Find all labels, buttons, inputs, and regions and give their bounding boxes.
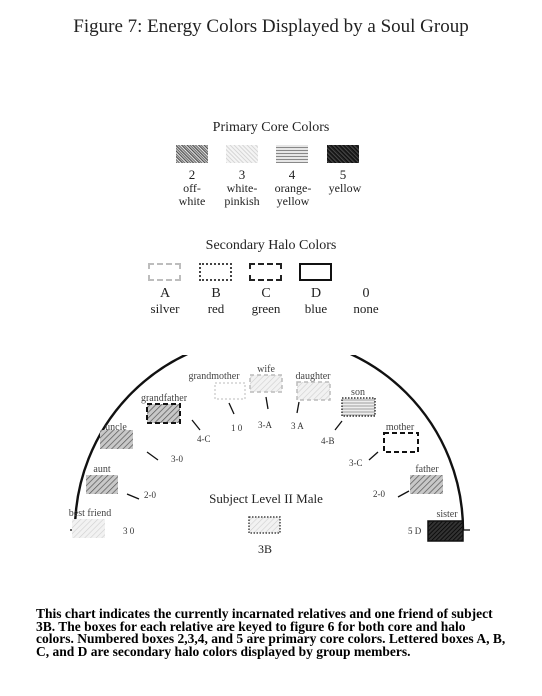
halo-code-c: C [261,286,271,301]
core-code-5: 5 [339,167,347,182]
member-code-wife: 3-A [258,420,272,430]
member-label-wife: wife [257,364,275,375]
member-code-mother: 3-C [349,458,363,468]
member-label-grandfather: grandfather [141,393,188,404]
best-friend-box [72,519,105,538]
halo-code-a: A [159,286,171,301]
halo-name-d: blue [304,301,328,316]
wife-box [249,374,283,393]
member-label-aunt: aunt [93,464,110,475]
sister-box [427,520,464,542]
soul-group-arc [73,355,465,531]
uncle-box [100,430,133,449]
member-label-grandmother: grandmother [188,371,240,382]
member-label-daughter: daughter [296,371,332,382]
core-name-3-line2: pinkish [224,194,260,208]
core-swatch-5 [327,145,359,163]
figure-title: Figure 7: Energy Colors Displayed by a S… [73,16,469,37]
daughter-box [296,381,331,401]
member-label-mother: mother [386,422,415,433]
core-name-3-line1: white- [226,181,258,195]
member-code-son: 4-B [321,436,335,446]
halo-swatch-a [148,263,181,281]
arc-tick-marks [70,396,470,531]
core-name-4-line2: yellow [276,194,310,208]
mother-box [383,432,419,453]
core-name-5-line1: yellow [328,181,362,195]
member-code-sister: 5 D [408,526,422,536]
core-swatch-3 [226,145,258,163]
grandfather-box [146,403,181,424]
core-name-2-line1: off- [183,181,201,195]
member-label-uncle: uncle [105,422,127,433]
member-label-father: father [415,464,439,475]
member-code-best-friend: 3 0 [123,526,135,536]
core-code-3: 3 [238,167,246,182]
core-code-2: 2 [188,167,196,182]
member-code-daughter: 3 A [291,421,304,431]
son-box [341,397,376,417]
core-swatch-2 [176,145,208,163]
member-label-sister: sister [436,509,458,520]
member-label-best-friend: best friend [69,508,112,519]
core-swatch-4 [276,145,308,163]
member-code-grandmother: 1 0 [231,423,243,433]
subject-box [248,516,281,534]
halo-name-c: green [251,301,281,316]
member-code-father: 2-0 [373,489,385,499]
halo-swatch-c [249,263,282,281]
soul-group-arc-diagram: best friend 3 0 aunt 2-0 uncle 3-0 grand… [69,355,470,556]
halo-code-d: D [310,286,322,301]
core-name-2-line2: white [178,194,206,208]
halo-name-b: red [207,301,225,316]
figure-caption: This chart indicates the currently incar… [36,606,506,659]
member-label-son: son [351,387,365,398]
secondary-halo-title: Secondary Halo Colors [205,238,337,253]
father-box [410,475,443,494]
halo-code-b: B [211,286,221,301]
halo-swatch-d [299,263,332,281]
halo-swatch-b [199,263,232,281]
core-code-4: 4 [288,167,296,182]
member-code-uncle: 3-0 [171,454,183,464]
halo-name-a: silver [150,301,180,316]
member-code-grandfather: 4-C [197,434,211,444]
halo-name-0: none [353,301,379,316]
subject-code: 3B [258,542,272,556]
grandmother-box [214,382,246,400]
member-code-aunt: 2-0 [144,490,156,500]
halo-code-0: 0 [362,286,370,301]
subject-label: Subject Level II Male [209,491,323,506]
primary-core-title: Primary Core Colors [212,120,330,135]
aunt-box [86,475,118,494]
core-name-4-line1: orange- [274,181,312,195]
